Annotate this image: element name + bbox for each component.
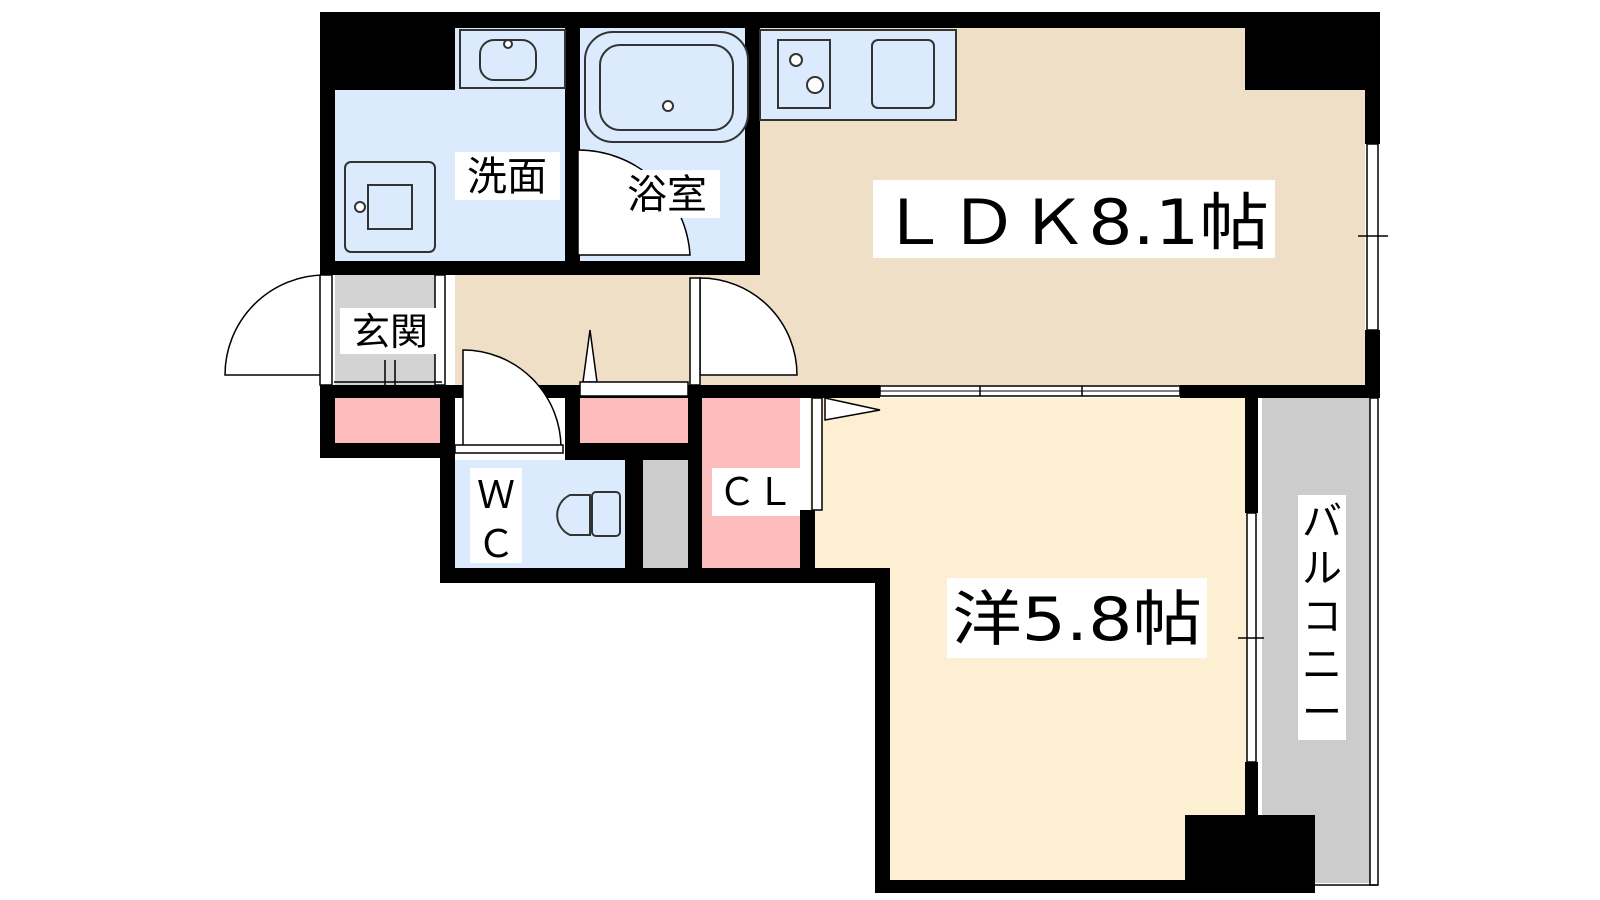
wall-hall-storage (565, 385, 580, 460)
bathroom-label: 浴室 (627, 172, 707, 218)
toilet-tank (591, 491, 621, 537)
western-room-label: 洋5.8帖 (952, 585, 1202, 655)
ldk-door (699, 277, 798, 376)
wall-entrance-wc (440, 385, 455, 580)
wc-label-c: Ｃ (477, 522, 515, 566)
stove-icon (777, 39, 831, 109)
wall-top (320, 12, 1380, 28)
wall-western-left (875, 568, 890, 893)
wall-ldk-western-right (1180, 385, 1380, 398)
balcony-rail (1369, 397, 1379, 886)
wall-left-lower (320, 385, 335, 458)
washroom-label: 洗面 (467, 154, 547, 200)
wall-left-bottom (320, 443, 455, 458)
wall-right-top (1365, 12, 1380, 144)
wall-pipe-closet (688, 385, 702, 583)
wall-wc-bottom (440, 568, 880, 583)
storage-hall (580, 398, 688, 443)
entrance-label: 玄関 (352, 310, 428, 354)
ldk-label: ＬＤＫ8.1帖 (879, 186, 1269, 259)
wall-wash-bottom (335, 261, 755, 275)
balcony-label-2: ル (1302, 546, 1342, 592)
shoe-cabinet-left (335, 398, 445, 443)
closet-label: ＣＬ (718, 470, 794, 514)
column-top-right (1245, 12, 1380, 90)
wc-label-w: Ｗ (477, 473, 515, 517)
wc-door (462, 349, 562, 449)
pipe-space (643, 460, 688, 568)
kitchen-sink-icon (871, 39, 935, 109)
room-labels: ＬＤＫ8.1帖 洋5.8帖 洗面 浴室 玄関 Ｗ Ｃ ＣＬ バ ル コ ニ ー (340, 152, 1346, 740)
balcony-label-3: コ (1302, 594, 1342, 640)
closet-door (824, 397, 881, 421)
wall-western-balcony-lower (1245, 762, 1258, 822)
front-door (224, 274, 326, 376)
wall-closet-western (800, 510, 815, 583)
sliding-door (879, 385, 1181, 397)
wall-right-mid (1365, 330, 1380, 398)
balcony-label-1: バ (1302, 499, 1342, 545)
wall-wc-pipe (625, 460, 643, 570)
column-top-left (320, 12, 455, 90)
toilet-icon (556, 494, 591, 536)
wall-storage-bottom (565, 443, 690, 460)
column-bottom-right (1185, 815, 1315, 893)
balcony-label-4: ニ (1302, 642, 1342, 688)
wall-western-balcony-upper (1245, 385, 1258, 513)
balcony-label-5: ー (1302, 690, 1342, 736)
ldk-window (1366, 143, 1379, 331)
windows (1238, 143, 1388, 886)
walls (320, 12, 1380, 893)
fixtures (344, 29, 957, 537)
wall-wash-bath (565, 28, 580, 275)
